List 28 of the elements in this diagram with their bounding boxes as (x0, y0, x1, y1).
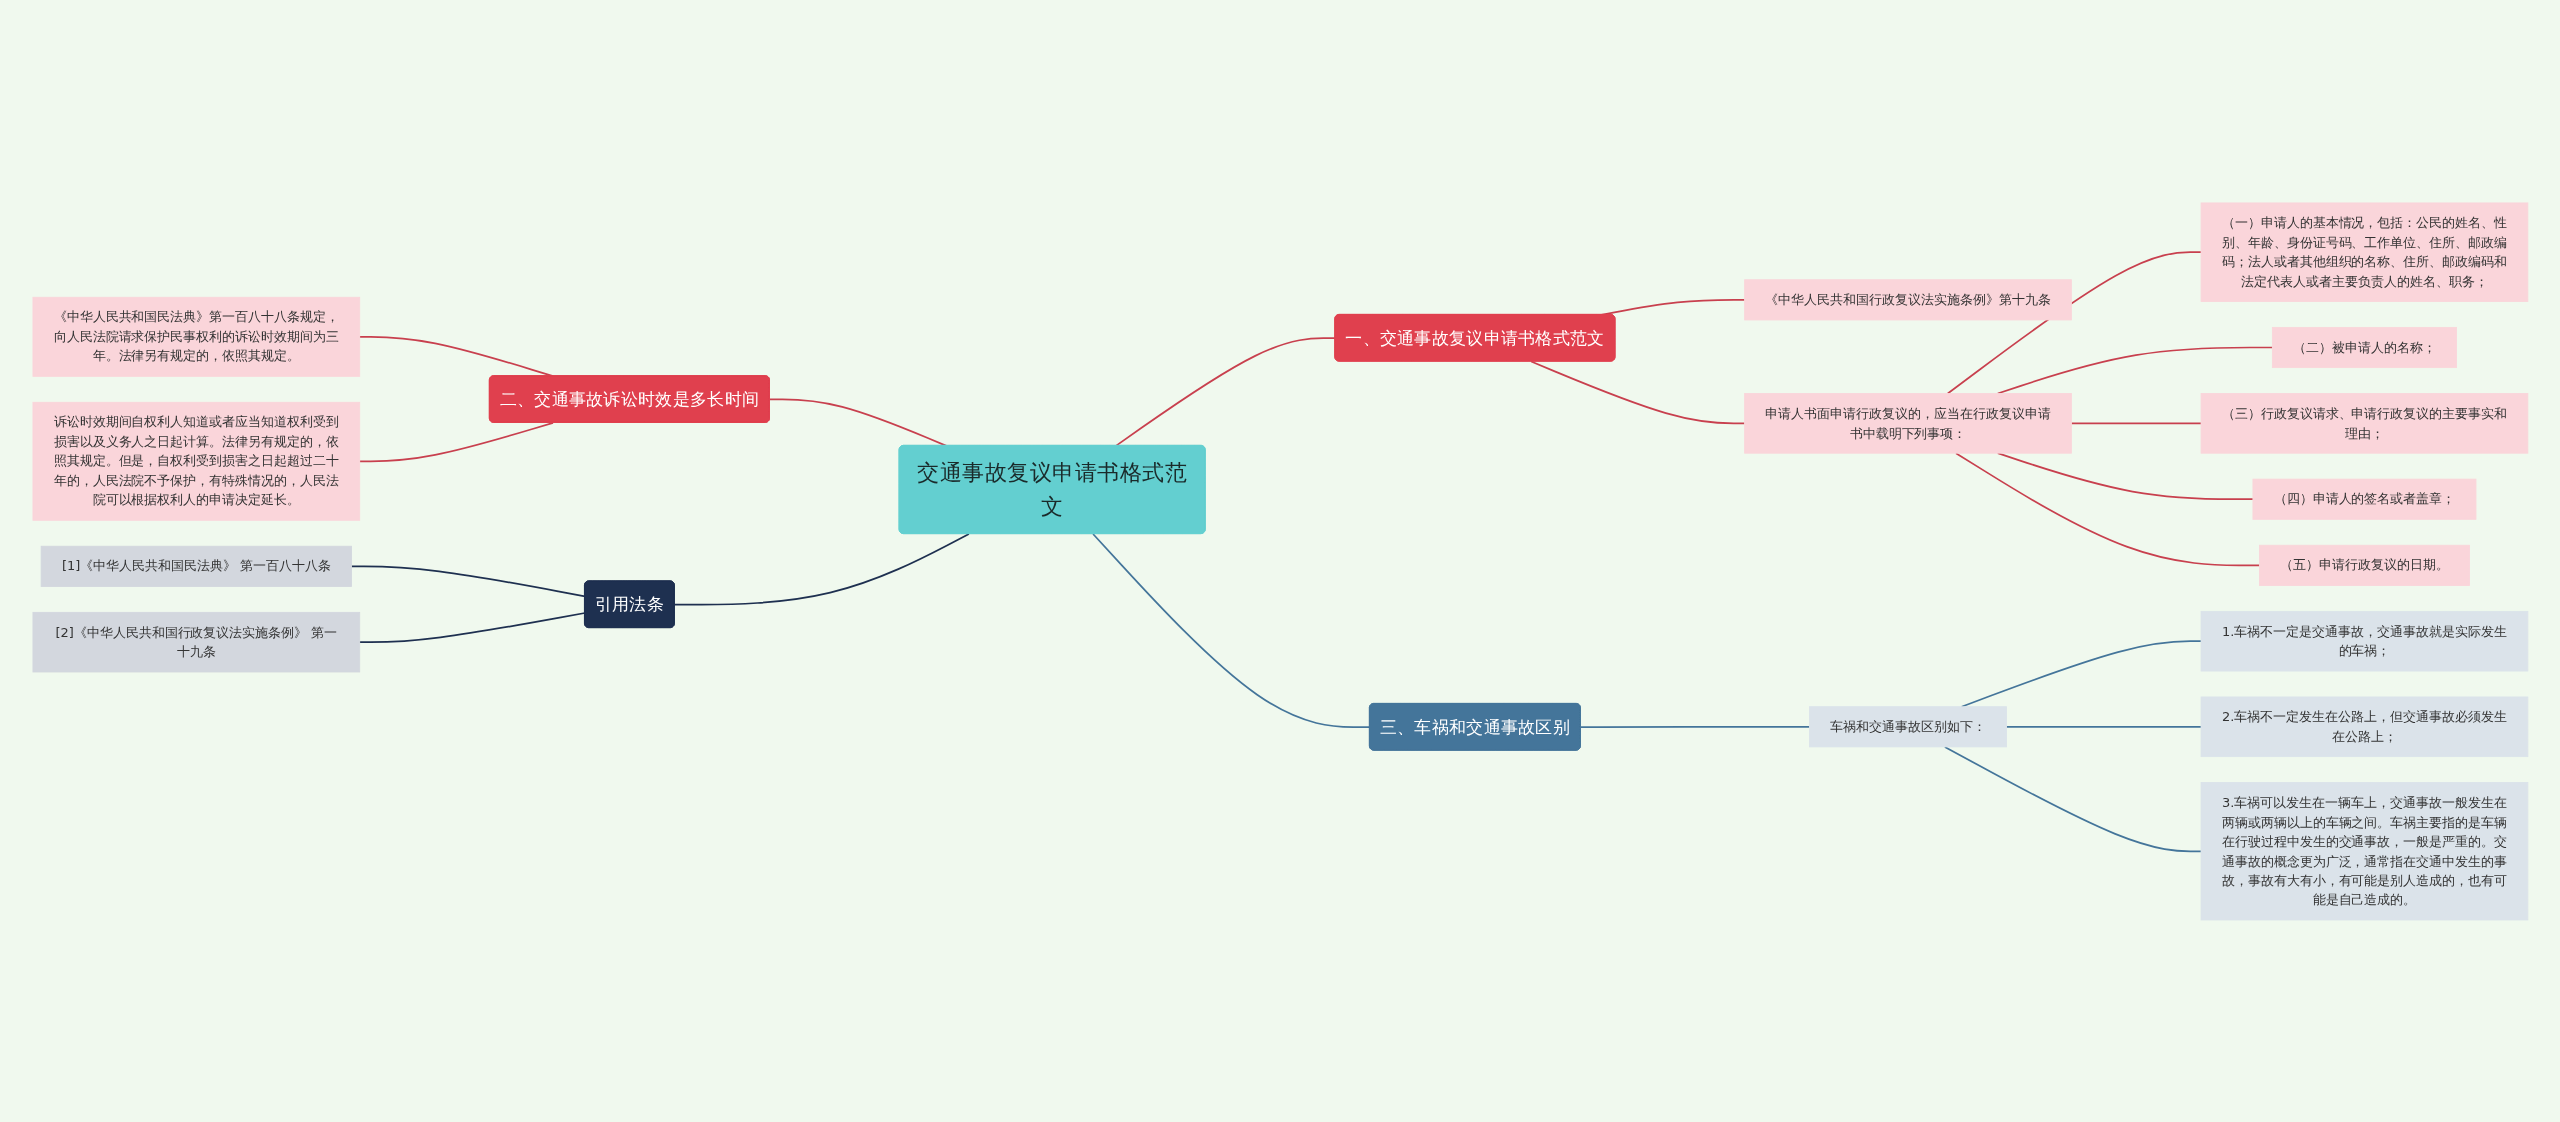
connector (1529, 360, 1746, 424)
node-box: 1.车祸不一定是交通事故，交通事故就是实际发生的车祸； (2200, 610, 2528, 671)
connector (1954, 451, 2260, 566)
node-box: （五）申请行政复议的日期。 (2258, 544, 2470, 586)
connector (2005, 725, 2202, 728)
connector (1091, 532, 1371, 728)
connector (358, 421, 554, 462)
connector (1579, 725, 1810, 728)
connector (673, 532, 970, 606)
node-box: 诉讼时效期间自权利人知道或者应当知道权利受到损害以及义务人之日起计算。法律另有规定的，依照其规定。但是，自权利受到损害之日起超过二十年的，人民法院不予保护，有特殊情况的，人民法院可以根据权利人的申请决定延长。 (32, 401, 360, 521)
connector (358, 611, 586, 643)
node-box: 《中华人民共和国行政复议法实施条例》第十九条 (1743, 278, 2072, 320)
connector (1943, 745, 2202, 852)
connector (350, 565, 586, 597)
connector (1946, 250, 2202, 394)
node-box: 3.车祸可以发生在一辆车上，交通事故一般发生在两辆或两辆以上的车辆之间。车祸主要指的是车辆在行驶过程中发生的交通事故，一般是严重的。交通事故的概念更为广泛，通常指在交通中发生的事故，事故有大有小，有可能是别人造成的，也有可能是自己造成的。 (2200, 781, 2528, 920)
connector (2070, 422, 2202, 424)
node-box: 申请人书面申请行政复议的，应当在行政复议申请书中载明下列事项： (1743, 392, 2072, 454)
connector (1996, 451, 2254, 500)
node-box: 车祸和交通事故区别如下： (1808, 705, 2007, 747)
node-box: （三）行政复议请求、申请行政复议的主要事实和理由； (2200, 392, 2528, 454)
node-box: （一）申请人的基本情况，包括：公民的姓名、性别、年龄、身份证号码、工作单位、住所、邮政编码；法人或者其他组织的名称、住所、邮政编码和法定代表人或者主要负责人的姓名、职务； (2200, 202, 2528, 302)
node-box: 《中华人民共和国民法典》第一百八十八条规定，向人民法院请求保护民事权利的诉讼时效期间为三年。法律另有规定的，依照其规定。 (32, 296, 360, 377)
node-box: （四）申请人的签名或者盖章； (2252, 478, 2476, 520)
node-box: 2.车祸不一定发生在公路上，但交通事故必须发生在公路上； (2200, 696, 2528, 757)
node-box: [2]《中华人民共和国行政复议法实施条例》 第一十九条 (32, 611, 360, 672)
node-box: [1]《中华人民共和国民法典》 第一百八十八条 (40, 545, 352, 587)
node-box: （二）被申请人的名称； (2271, 326, 2457, 368)
